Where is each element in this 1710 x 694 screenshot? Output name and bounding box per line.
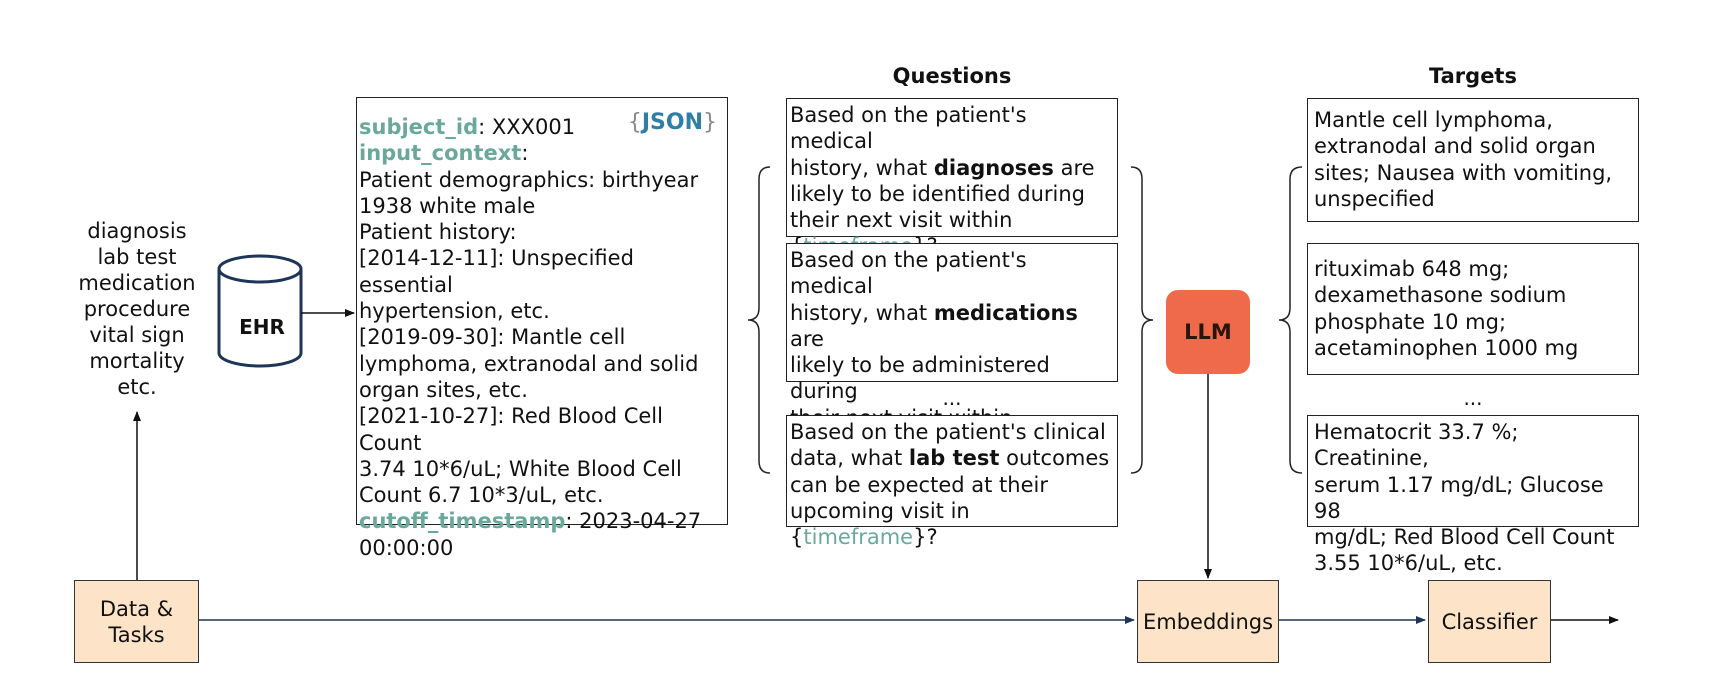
context-line: lymphoma, extranodal and solid — [359, 351, 699, 376]
target-text-line: extranodal and solid organ — [1314, 134, 1596, 159]
question-text-line: Based on the patient's medical — [790, 103, 1027, 154]
task-item: procedure — [83, 297, 191, 321]
context-line: Count 6.7 10*3/uL, etc. — [359, 483, 604, 508]
question-text: are — [1053, 155, 1095, 180]
question-text-line: history, what diagnoses are — [790, 155, 1114, 181]
question-text: history, what — [790, 300, 934, 325]
context-line: 1938 white male — [359, 193, 536, 218]
input-context-line: input_context: — [359, 140, 723, 166]
context-line: hypertension, etc. — [359, 299, 550, 324]
targets-ellipsis: ... — [1463, 386, 1483, 410]
json-tag: {JSON} — [627, 110, 717, 135]
target-text-line: dexamethasone sodium — [1314, 283, 1567, 308]
question-text-line: history, what medications are — [790, 300, 1114, 353]
ehr-label: EHR — [239, 315, 285, 339]
questions-title: Questions — [892, 64, 1012, 88]
cutoff-time: 00:00:00 — [359, 535, 454, 560]
context-line: Patient history: — [359, 220, 517, 245]
context-line: [2014-12-11]: Unspecified essential — [359, 246, 634, 297]
ehr-database-icon — [217, 254, 303, 368]
question-text: are — [790, 326, 824, 351]
llm-block: LLM — [1166, 290, 1250, 374]
cutoff-line: cutoff_timestamp: 2023-04-27 — [359, 508, 723, 534]
input-context-key: input_context — [359, 141, 522, 166]
target-box-lab-test: Hematocrit 33.7 %; Creatinine, serum 1.1… — [1307, 415, 1639, 575]
embeddings-box: Embeddings — [1137, 580, 1279, 663]
task-item: mortality — [89, 349, 185, 373]
task-item: lab test — [97, 245, 177, 269]
target-text-line: mg/dL; Red Blood Cell Count — [1314, 525, 1615, 550]
target-text-line: 3.55 10*6/uL, etc. — [1314, 551, 1503, 576]
target-text-line: acetaminophen 1000 mg — [1314, 335, 1579, 360]
question-text: }? — [913, 525, 938, 550]
questions-ellipsis: ... — [942, 386, 962, 410]
json-record-box: {JSON} subject_id: XXX001 input_context:… — [356, 97, 728, 560]
question-text: upcoming visit in { — [790, 498, 970, 550]
input-context-colon: : — [521, 141, 529, 166]
questions-left-brace — [747, 166, 771, 474]
target-box-diagnoses: Mantle cell lymphoma, extranodal and sol… — [1307, 98, 1639, 222]
question-keyword: medications — [933, 300, 1078, 325]
context-line: Patient demographics: birthyear — [359, 167, 699, 192]
targets-left-brace — [1278, 166, 1303, 474]
question-text-line: likely to be administered during — [790, 353, 1050, 404]
task-item: diagnosis — [87, 219, 187, 243]
question-text-line: data, what lab test outcomes — [790, 445, 1114, 471]
question-text-line: Based on the patient's medical — [790, 248, 1027, 299]
question-text: data, what — [790, 446, 909, 471]
question-box-diagnoses: Based on the patient's medical history, … — [786, 98, 1118, 258]
context-line: [2021-10-27]: Red Blood Cell Count — [359, 404, 663, 455]
question-box-medications: Based on the patient's medical history, … — [786, 243, 1118, 456]
target-text-line: Mantle cell lymphoma, — [1314, 108, 1553, 132]
context-line: 3.74 10*6/uL; White Blood Cell — [359, 456, 682, 481]
cutoff-value: : 2023-04-27 — [565, 509, 702, 534]
task-item: medication — [78, 271, 196, 295]
target-text-line: serum 1.17 mg/dL; Glucose 98 — [1314, 472, 1604, 523]
questions-right-brace — [1130, 166, 1154, 474]
context-line: organ sites, etc. — [359, 377, 528, 402]
timeframe-placeholder: timeframe — [803, 525, 914, 550]
cutoff-key: cutoff_timestamp — [359, 509, 566, 534]
task-list: diagnosis lab test medication procedure … — [72, 218, 202, 400]
target-text-line: phosphate 10 mg; — [1314, 309, 1507, 334]
question-text-line: likely to be identified during — [790, 181, 1085, 206]
subject-id-line: subject_id: XXX001 — [359, 114, 723, 140]
target-text-line: sites; Nausea with vomiting, — [1314, 160, 1613, 185]
question-keyword: lab test — [908, 446, 1000, 471]
task-item: vital sign — [89, 323, 185, 347]
context-line: [2019-09-30]: Mantle cell — [359, 325, 626, 350]
target-box-medications: rituximab 648 mg; dexamethasone sodium p… — [1307, 243, 1639, 375]
classifier-box: Classifier — [1428, 580, 1551, 663]
task-item: etc. — [117, 375, 157, 399]
target-text-line: Hematocrit 33.7 %; Creatinine, — [1314, 420, 1519, 471]
json-tag-label: JSON — [641, 110, 703, 135]
data-tasks-box: Data & Tasks — [74, 580, 199, 663]
subject-id-key: subject_id — [359, 115, 479, 139]
question-text-line: upcoming visit in {timeframe}? — [790, 498, 1114, 551]
target-text-line: rituximab 648 mg; — [1314, 257, 1510, 281]
question-box-lab-test: Based on the patient's clinical data, wh… — [786, 415, 1118, 549]
question-text-line: Based on the patient's clinical — [790, 420, 1106, 444]
question-keyword: diagnoses — [933, 155, 1054, 180]
target-text-line: unspecified — [1314, 186, 1435, 211]
data-tasks-label: Tasks — [108, 622, 165, 647]
question-text: outcomes — [999, 446, 1110, 471]
question-text-line: their next visit within — [790, 208, 1013, 233]
subject-id-value: : XXX001 — [478, 115, 576, 139]
question-text: history, what — [790, 155, 934, 180]
targets-title: Targets — [1429, 64, 1517, 88]
question-text-line: can be expected at their — [790, 472, 1048, 497]
data-tasks-label: Data & — [99, 596, 174, 621]
